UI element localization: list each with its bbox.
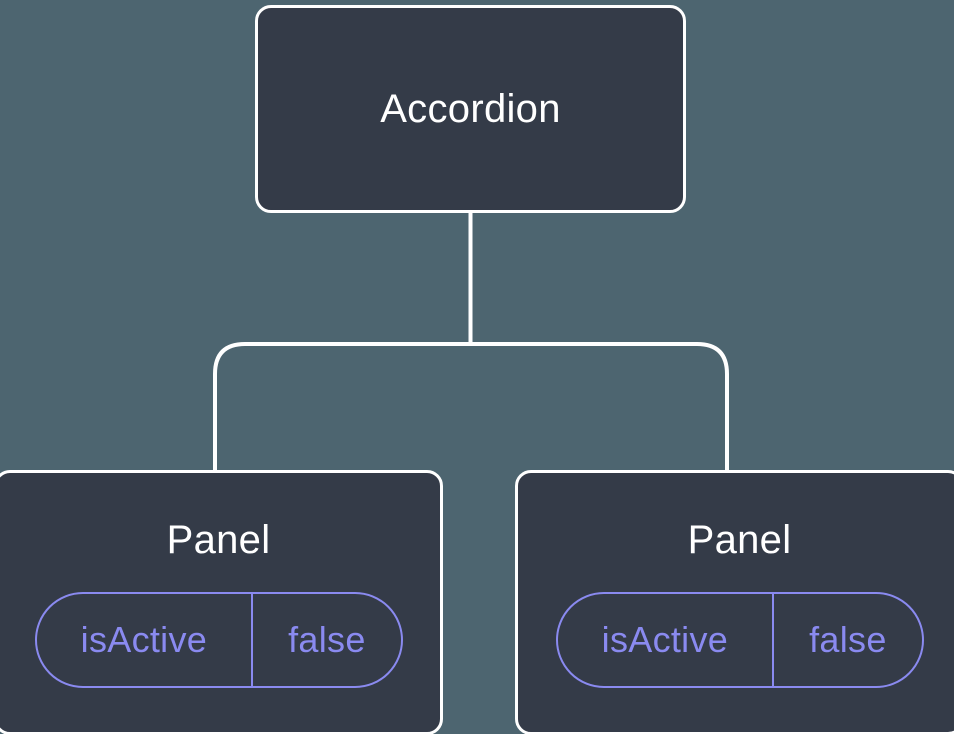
panel-right-state-pill: isActive false bbox=[555, 592, 924, 688]
panel-right-label: Panel bbox=[687, 518, 792, 562]
node-accordion: Accordion bbox=[255, 5, 686, 213]
connector-branch-bracket bbox=[213, 342, 729, 473]
panel-left-label: Panel bbox=[166, 518, 271, 562]
node-panel-left: Panel isActive false bbox=[0, 470, 443, 734]
accordion-node-label: Accordion bbox=[380, 87, 561, 131]
state-value-label: false bbox=[809, 619, 887, 660]
panel-left-state-pill: isActive false bbox=[34, 592, 403, 688]
state-key-label: isActive bbox=[558, 594, 775, 686]
state-key-label: isActive bbox=[37, 594, 254, 686]
node-panel-right: Panel isActive false bbox=[515, 470, 954, 734]
state-value-label: false bbox=[288, 619, 366, 660]
